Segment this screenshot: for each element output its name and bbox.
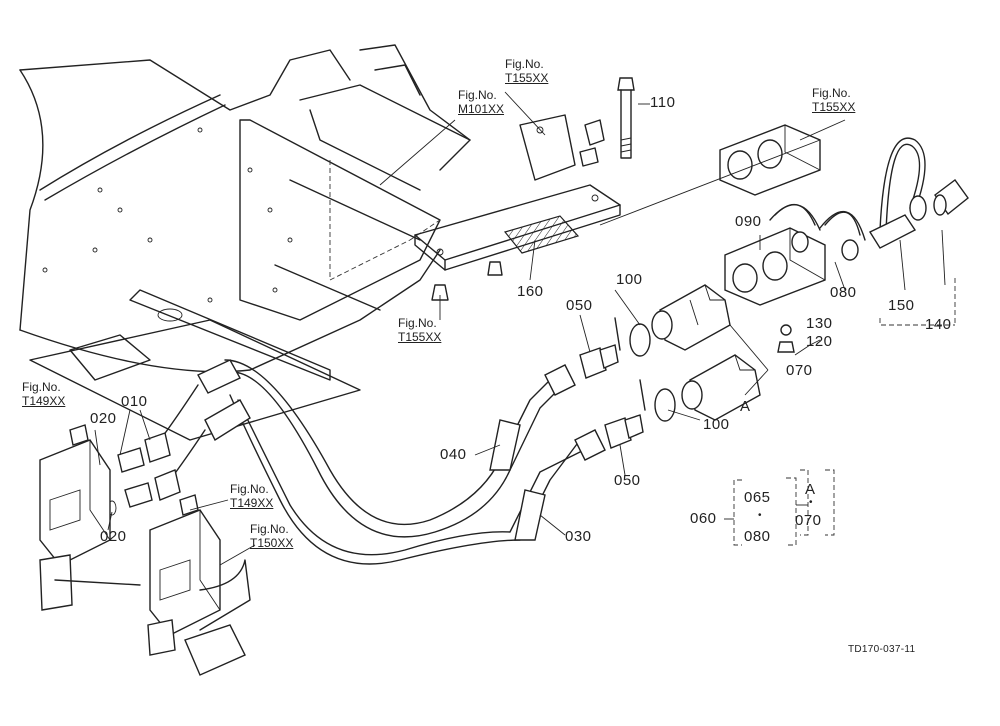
part-number-030: 030: [565, 528, 592, 545]
fig-ref-code: M101XX: [458, 102, 505, 116]
fig-ref-t155-top: Fig.No. T155XX: [505, 57, 548, 85]
washer-100-upper: [629, 323, 651, 357]
fig-ref-t155-left: Fig.No. T155XX: [398, 316, 441, 344]
part-number-010: 010: [121, 393, 148, 410]
fig-ref-prefix: Fig.No.: [505, 57, 544, 71]
oring-upper: [614, 317, 621, 351]
leader-lines: [94, 91, 946, 566]
legend-braces: [724, 469, 835, 546]
part-number-110: 110: [650, 94, 676, 111]
part-number-050-lower: 050: [614, 472, 641, 489]
tractor-body: [19, 44, 471, 441]
clamp-block-upper: [719, 124, 821, 196]
fig-ref-prefix: Fig.No.: [230, 482, 269, 496]
hose-ends-left: [159, 359, 251, 481]
legend-part-070: 070: [795, 512, 822, 529]
fig-ref-code: T155XX: [812, 100, 856, 114]
ring-and-pin-parts: [769, 137, 969, 356]
fig-ref-prefix: Fig.No.: [458, 88, 497, 102]
fig-ref-code: T155XX: [505, 71, 549, 85]
legend-dot: •: [758, 510, 763, 521]
part-number-080: 080: [830, 284, 857, 301]
adapter-050-upper: [579, 344, 619, 379]
legend-dot: •: [809, 497, 814, 508]
fig-ref-prefix: Fig.No.: [22, 380, 61, 394]
fig-ref-t150: Fig.No. T150XX: [250, 522, 293, 550]
fig-ref-m101: Fig.No. M101XX: [458, 88, 504, 116]
fig-ref-t149-center: Fig.No. T149XX: [230, 482, 273, 510]
fig-ref-prefix: Fig.No.: [398, 316, 437, 330]
hose-040: [224, 359, 576, 538]
reference-marker-a: A: [740, 398, 751, 415]
part-number-140: 140: [925, 316, 952, 333]
adapter-050-lower: [604, 414, 644, 449]
washer-100-lower: [654, 388, 676, 422]
part-number-120: 120: [806, 333, 833, 350]
legend-part-060: 060: [690, 510, 717, 527]
fig-ref-code: T150XX: [250, 536, 294, 550]
quick-coupler-lower: [681, 354, 761, 421]
control-valve-right: [54, 494, 251, 676]
assembly-bracket-140: [879, 278, 956, 326]
part-number-100-upper: 100: [616, 271, 643, 288]
fig-ref-code: T149XX: [22, 394, 66, 408]
part-number-090: 090: [735, 213, 762, 230]
quick-coupler-upper: [651, 284, 731, 351]
legend-part-065: 065: [744, 489, 771, 506]
fig-ref-t155-right: Fig.No. T155XX: [812, 86, 855, 114]
bracket-plate: [414, 114, 621, 301]
adapter-010-upper: [117, 432, 171, 473]
part-number-040: 040: [440, 446, 467, 463]
fig-ref-code: T149XX: [230, 496, 274, 510]
part-number-100-lower: 100: [703, 416, 730, 433]
part-number-160: 160: [517, 283, 544, 300]
legend-ref-a: A: [805, 481, 816, 498]
fig-ref-t149-left: Fig.No. T149XX: [22, 380, 65, 408]
bolt-110: [617, 77, 650, 159]
fig-ref-code: T155XX: [398, 330, 442, 344]
document-id: TD170-037-11: [848, 644, 916, 655]
part-number-130: 130: [806, 315, 833, 332]
clamp-block-lower: [724, 227, 826, 306]
part-number-150: 150: [888, 297, 915, 314]
fig-ref-prefix: Fig.No.: [812, 86, 851, 100]
adapter-010-lower: [124, 469, 181, 508]
legend-part-080: 080: [744, 528, 771, 545]
part-number-020-lower: 020: [100, 528, 127, 545]
part-number-050-upper: 050: [566, 297, 593, 314]
oring-lower: [639, 379, 646, 411]
fig-ref-prefix: Fig.No.: [250, 522, 289, 536]
control-valve-left: [39, 424, 111, 611]
hose-030: [229, 394, 606, 565]
part-number-070: 070: [786, 362, 813, 379]
part-number-020-upper: 020: [90, 410, 117, 427]
